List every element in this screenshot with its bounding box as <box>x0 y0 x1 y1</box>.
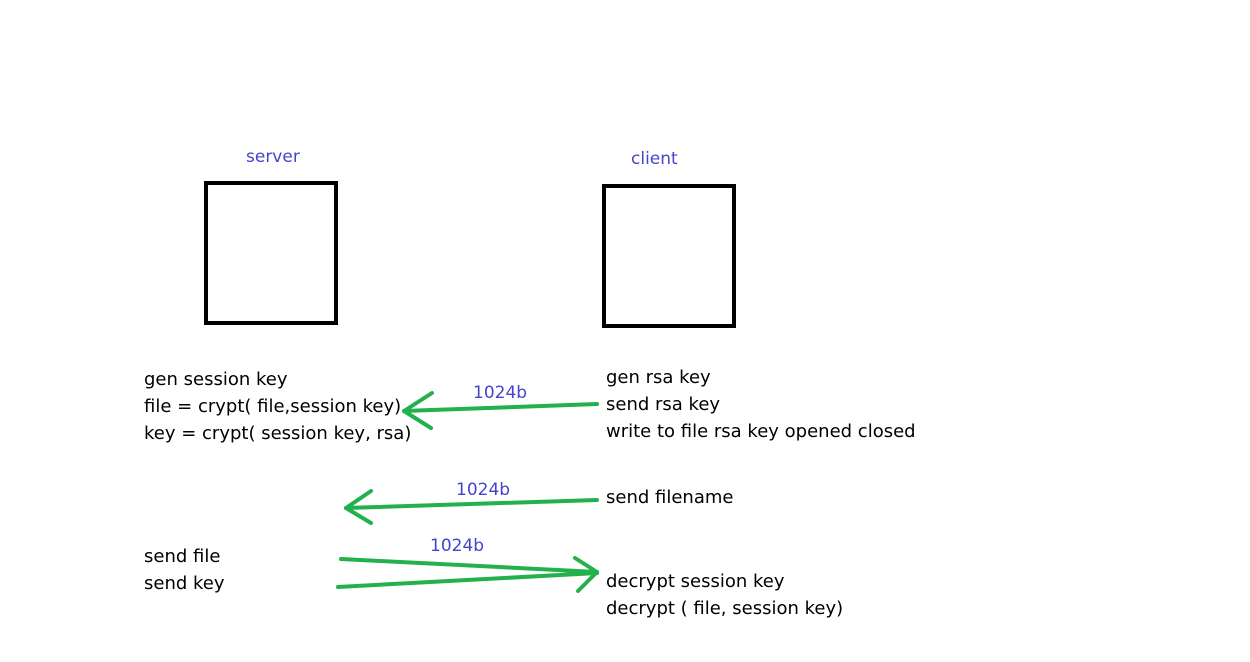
server-step: file = crypt( file,session key) <box>144 396 402 417</box>
client-step: write to file rsa key opened closed <box>606 421 916 442</box>
arrow-file-bottom <box>336 571 599 589</box>
message-size-label: 1024b <box>473 383 528 403</box>
server-step: send file <box>144 546 221 567</box>
client-steps-block-1: gen rsa key send rsa key write to file r… <box>606 364 916 445</box>
server-box <box>204 181 338 325</box>
message-size-label: 1024b <box>430 536 485 556</box>
arrowhead-rsa-key <box>402 391 434 430</box>
client-step: send filename <box>606 487 734 508</box>
client-step: decrypt session key <box>606 571 785 592</box>
server-label: server <box>246 147 300 167</box>
client-step: send rsa key <box>606 394 721 415</box>
client-step: decrypt ( file, session key) <box>606 598 844 619</box>
client-step: gen rsa key <box>606 367 711 388</box>
server-step: send key <box>144 573 225 594</box>
arrow-rsa-key <box>402 402 599 413</box>
arrowhead-file <box>573 556 599 593</box>
client-steps-block-2: send filename <box>606 484 733 511</box>
arrowhead-filename <box>344 489 373 525</box>
message-size-label: 1024b <box>456 480 511 500</box>
arrow-filename <box>344 498 599 510</box>
client-label: client <box>631 149 678 169</box>
server-steps-block-1: gen session key file = crypt( file,sessi… <box>144 366 411 447</box>
server-step: key = crypt( session key, rsa) <box>144 423 412 444</box>
client-box <box>602 184 736 328</box>
arrow-file-top <box>339 557 599 574</box>
client-steps-block-3: decrypt session key decrypt ( file, sess… <box>606 568 843 622</box>
server-steps-block-2: send file send key <box>144 543 225 597</box>
server-step: gen session key <box>144 369 288 390</box>
